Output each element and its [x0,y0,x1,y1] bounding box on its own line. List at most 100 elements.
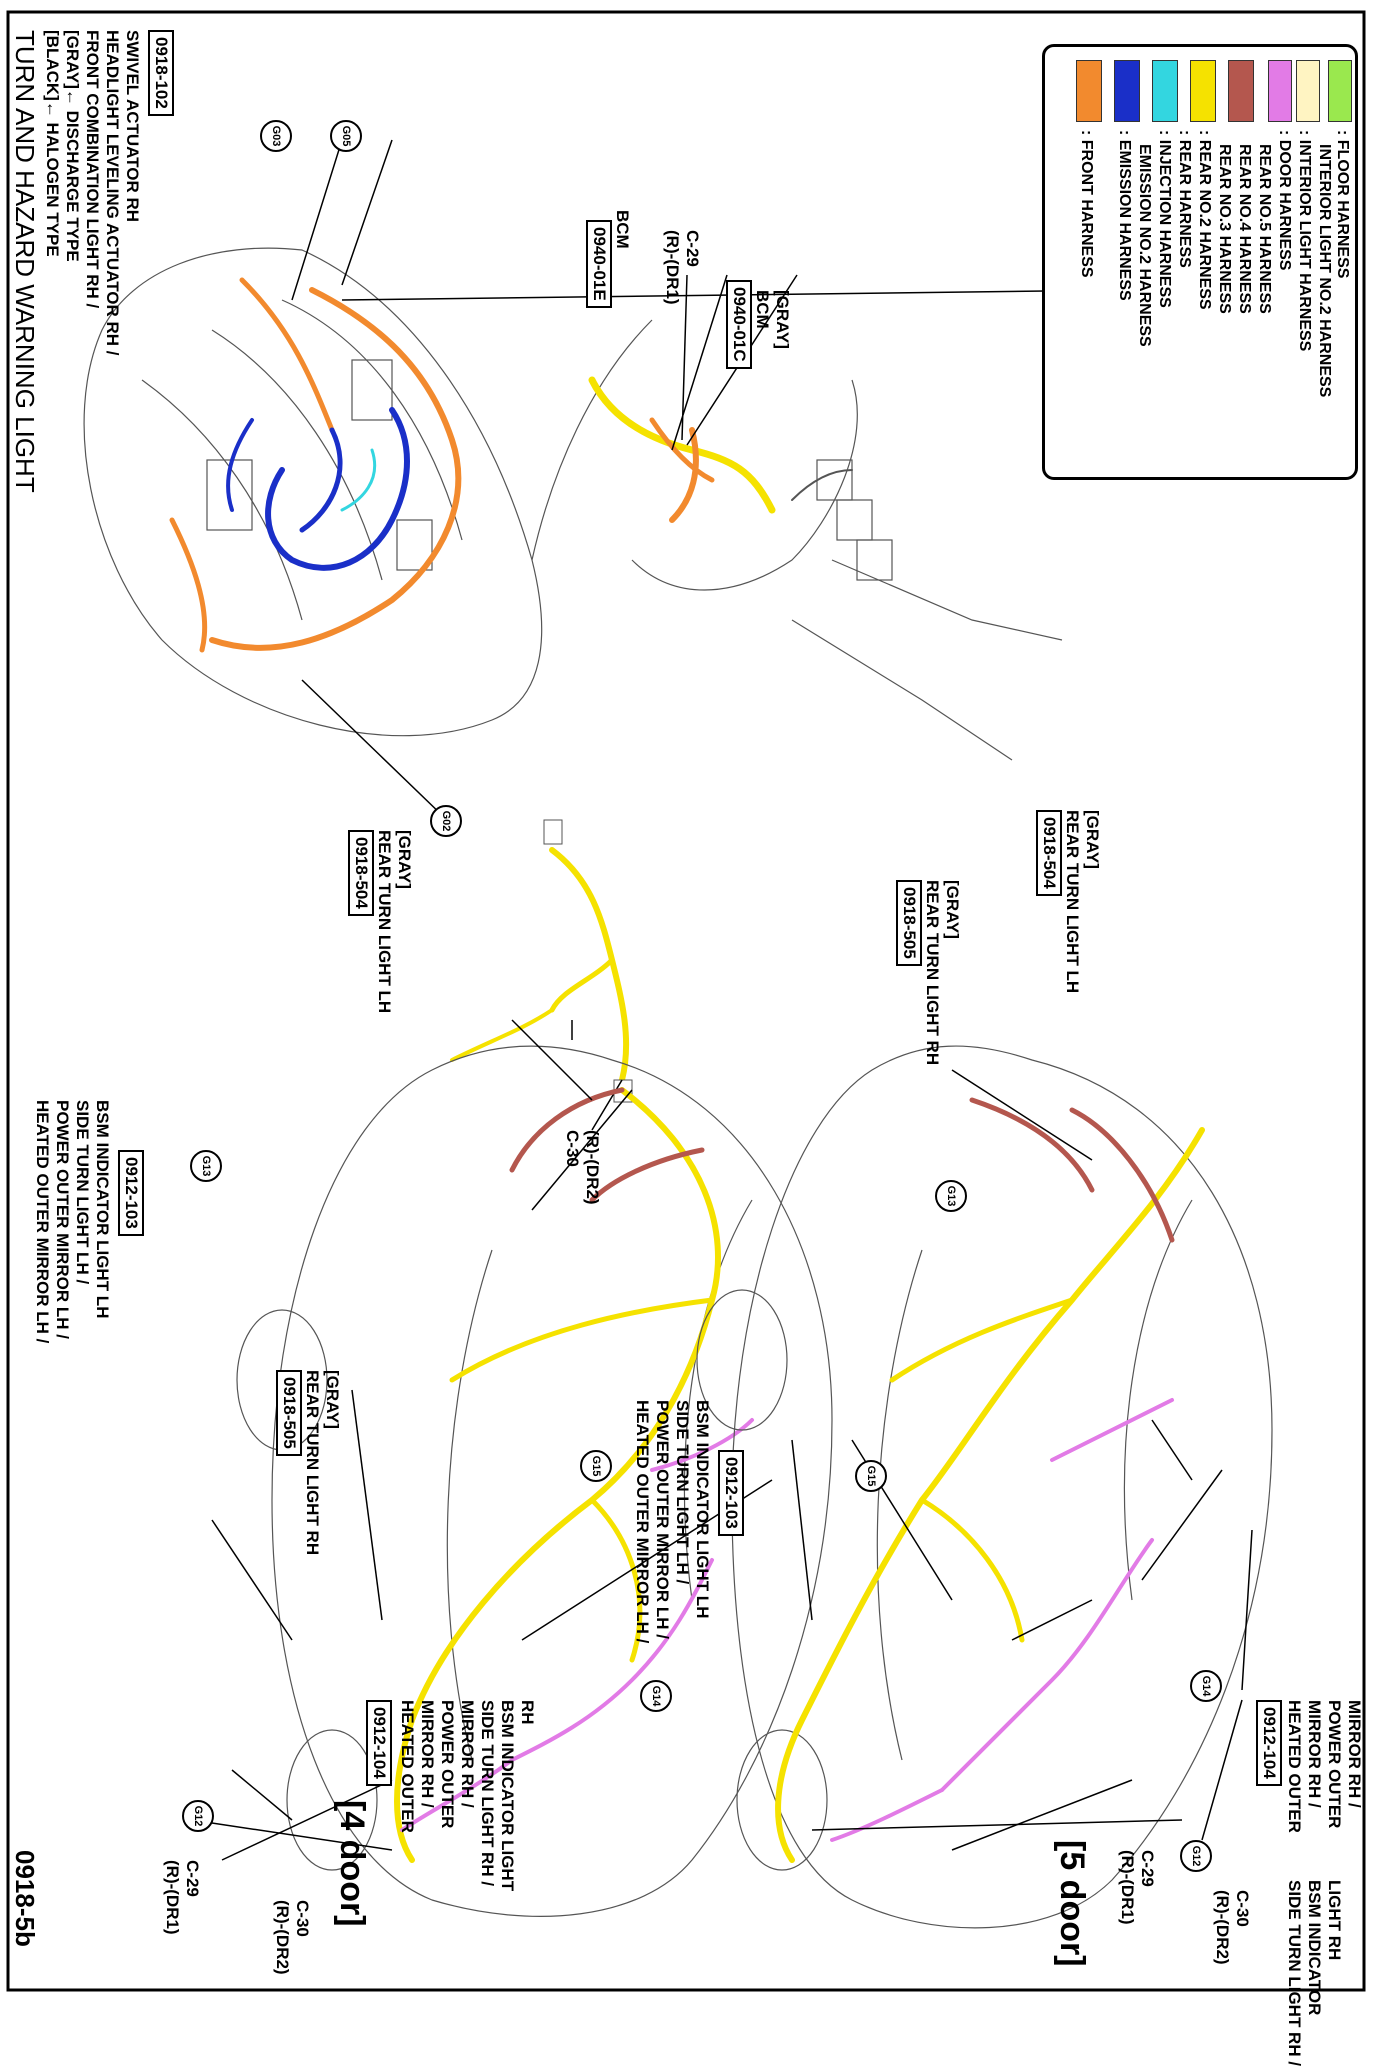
legend-label-rear-no4: REAR NO.4 HARNESS [1236,144,1253,314]
front-halogen-type: [BLACK]← HALOGEN TYPE [43,30,62,257]
rear5-label-505: REAR TURN LIGHT RH [303,1370,322,1556]
rotated-sheet: TURN AND HAZARD WARNING LIGHT 0918-5b : … [6,10,1366,2066]
legend-swatch-injection [1152,60,1178,122]
legend-label-interior-2: INTERIOR LIGHT NO.2 HARNESS [1316,144,1333,398]
label-4-door: [4 door] [333,1800,371,1927]
page-title: TURN AND HAZARD WARNING LIGHT [10,30,40,493]
rear4-rh-7: RH [518,1700,537,1725]
label-5-door: [5 door] [1053,1840,1091,1967]
legend-label-front: : FRONT HARNESS [1078,130,1095,278]
rear5-c29: C-29 [1138,1850,1157,1887]
rear4-c29: C-29 [183,1860,202,1897]
car-5door-outline [696,1045,1273,1929]
legend-swatch-rear [1190,60,1216,122]
dash-c29: C-29 [683,230,702,267]
rear5-rh-3: POWER OUTER [1325,1700,1344,1829]
page: TURN AND HAZARD WARNING LIGHT 0918-5b : … [6,10,1366,2066]
legend-label-injection: : INJECTION HARNESS [1156,130,1173,308]
front-combination-light: FRONT COMBINATION LIGHT RH / [83,30,102,309]
rear4-rh-1: HEATED OUTER [398,1700,417,1833]
car-5door-wires [775,1097,1205,1863]
ground-g15-4door-icon: G15 [580,1450,612,1482]
rear4-mirror-lh-1: HEATED OUTER MIRROR LH / [33,1100,52,1344]
wiring-diagram-drawing [6,10,1366,1992]
ground-g13-4door-icon: G13 [190,1150,222,1182]
rear5-mirror-lh-3: SIDE TURN LIGHT LH / [673,1400,692,1585]
rear4-label-505: REAR TURN LIGHT RH [923,880,942,1066]
rear5-rh-2: MIRROR RH / [1305,1700,1324,1808]
dash-bcm-1: BCM [753,290,772,329]
dash-code-0940-01e: 0940-01E [586,220,612,308]
ground-g15-5door-icon: G15 [855,1460,887,1492]
rear5-r-dr2: (R)-(DR2) [1213,1890,1232,1965]
rear4-rh-3: POWER OUTER [438,1700,457,1829]
legend-label-rear-no2: : REAR NO.2 HARNESS [1196,130,1213,310]
rear4-label-504: REAR TURN LIGHT LH [1063,810,1082,994]
rear4-rh-4: MIRROR RH / [458,1700,477,1808]
rear4-gray-505: [GRAY] [943,880,962,939]
rear5-code-104: 0912-104 [1256,1700,1282,1786]
front-connector-code: 0918-102 [148,30,174,116]
ground-g02-icon: G02 [430,805,462,837]
rear4-c30: C-30 [293,1900,312,1937]
legend-label-rear-no3: REAR NO.3 HARNESS [1216,144,1233,314]
rear5-r-dr1: (R)-(DR1) [1118,1850,1137,1925]
legend-label-door: : DOOR HARNESS [1276,130,1293,271]
rear5-rh-7: LIGHT RH [1325,1880,1344,1961]
front-swivel-actuator: SWIVEL ACTUATOR RH [123,30,142,223]
rear4-r-dr2: (R)-(DR2) [273,1900,292,1975]
car-4door-wires [394,1087,754,1863]
rear5-c30: C-30 [1233,1890,1252,1927]
rear4-rh-6: BSM INDICATOR LIGHT [498,1700,517,1892]
rear4-code-504: 0918-504 [1036,810,1062,896]
legend-swatch-door [1268,60,1292,122]
rear4-code-505: 0918-505 [896,880,922,966]
front-engine-bay [83,247,543,737]
front-leveling-actuator: HEADLIGHT LEVELING ACTUATOR RH / [103,30,122,356]
ground-g12-5door-icon: G12 [1180,1840,1212,1872]
ground-g05-icon: G05 [330,120,362,152]
rear5-code-505: 0918-505 [276,1370,302,1456]
legend-swatch-rear-no2 [1228,60,1254,122]
rear4-mirror-lh-4: BSM INDICATOR LIGHT LH [93,1100,112,1319]
rear4-code-103: 0912-103 [118,1150,144,1236]
rear4-rh-2: MIRROR RH / [418,1700,437,1808]
ground-g12-4door-icon: G12 [182,1800,214,1832]
rear5-rh-4: MIRROR RH / [1345,1700,1364,1808]
legend-label-interior: : INTERIOR LIGHT HARNESS [1296,130,1313,352]
legend-label-emission-2: EMISSION NO.2 HARNESS [1136,144,1153,347]
legend-swatch-front [1076,60,1102,122]
rear-connector-wires [450,819,633,1103]
legend-swatch-emission [1114,60,1140,122]
legend-label-floor: : FLOOR HARNESS [1334,130,1351,279]
rear5-mirror-lh-1: HEATED OUTER MIRROR LH / [633,1400,652,1644]
rear5-gray-504: [GRAY] [395,830,414,889]
rear5-code-103: 0912-103 [718,1450,744,1536]
rear5-rh-5: SIDE TURN LIGHT RH / [1285,1880,1304,2066]
page-code: 0918-5b [10,1850,40,1947]
legend-label-rear: : REAR HARNESS [1176,130,1193,268]
rear4-mirror-lh-2: POWER OUTER MIRROR LH / [53,1100,72,1339]
ground-g13-5door-icon: G13 [935,1180,967,1212]
ground-g03-icon: G03 [260,120,292,152]
rear5-mirror-lh-2: POWER OUTER MIRROR LH / [653,1400,672,1639]
dash-bcm-2: BCM [613,210,632,249]
rear4-r-dr1: (R)-(DR1) [163,1860,182,1935]
dash-gray-label: [GRAY] [773,290,792,349]
legend-label-emission: : EMISSION HARNESS [1116,130,1133,301]
rear5-rh-6: BSM INDICATOR [1305,1880,1324,2016]
rear5-gray-505: [GRAY] [323,1370,342,1429]
rear4-mirror-lh-3: SIDE TURN LIGHT LH / [73,1100,92,1285]
rear5-label-504: REAR TURN LIGHT LH [375,830,394,1014]
ground-g14-5door-icon: G14 [1190,1670,1222,1702]
rear5-code-504: 0918-504 [348,830,374,916]
rear5-rh-1: HEATED OUTER [1285,1700,1304,1833]
rear4-rh-5: SIDE TURN LIGHT RH / [478,1700,497,1887]
rear-mid-c30: C-30 [563,1130,582,1167]
rear4-gray-504: [GRAY] [1083,810,1102,869]
rear5-mirror-lh-4: BSM INDICATOR LIGHT LH [693,1400,712,1619]
ground-g14-4door-icon: G14 [640,1680,672,1712]
front-discharge-type: [GRAY]← DISCHARGE TYPE [63,30,82,262]
rear-mid-r-dr2: (R)-(DR2) [583,1130,602,1205]
dash-area [531,319,1063,761]
